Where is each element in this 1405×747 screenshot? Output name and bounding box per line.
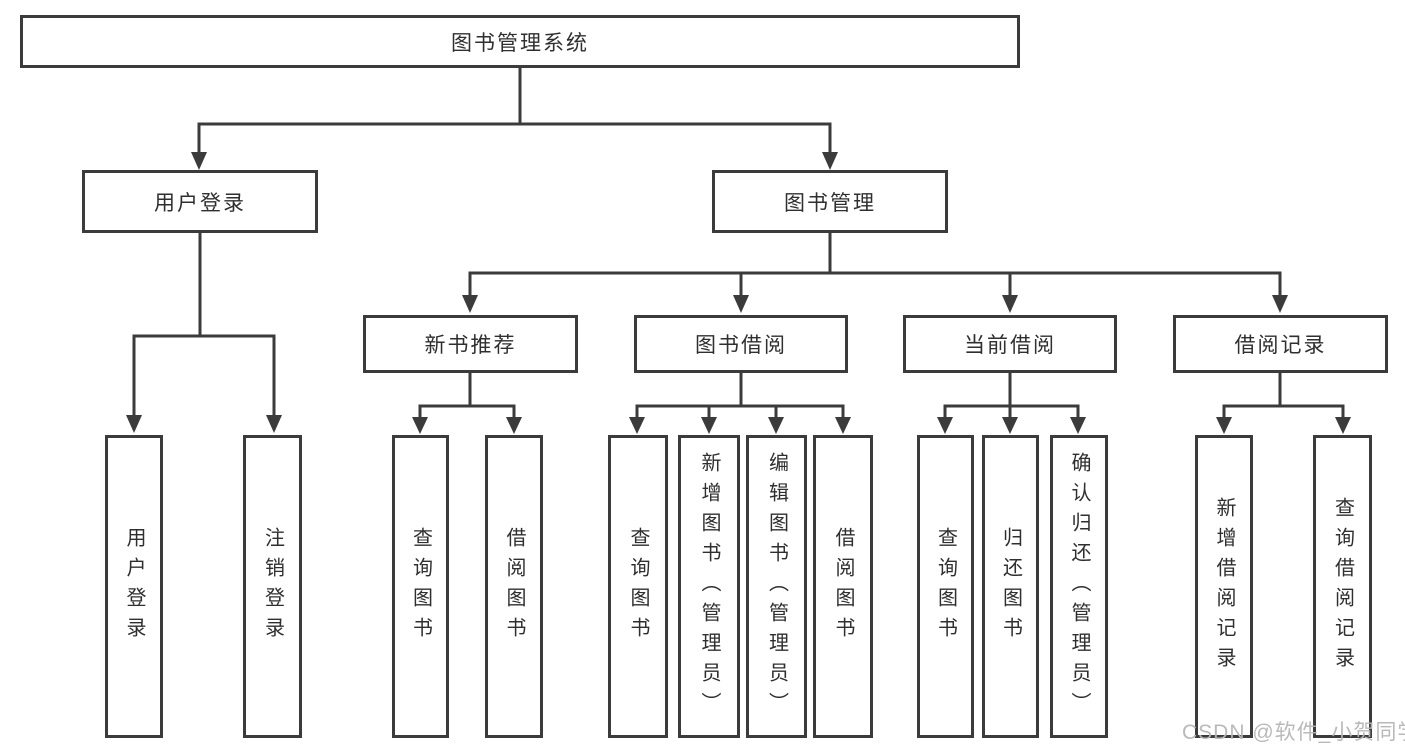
arrowhead-borrow-borrow <box>835 417 851 434</box>
leaf-current-query: 查询图书 <box>917 435 974 738</box>
leaf-newbooks-borrow-label: 借阅图书 <box>503 526 525 647</box>
arrowhead-leaf-user-login <box>126 415 142 433</box>
connector-book-management-to-level3 <box>468 233 1282 296</box>
connector-new-books-to-leaves <box>418 373 516 418</box>
arrowhead-borrow-edit <box>768 417 784 434</box>
connector-user-login-to-leaves <box>132 233 276 416</box>
leaf-current-query-label: 查询图书 <box>934 526 957 647</box>
leaf-current-confirm: 确认归还（管理员） <box>1050 435 1108 738</box>
arrowhead-new-books <box>462 295 478 313</box>
leaf-newbooks-query: 查询图书 <box>392 435 449 738</box>
arrowhead-book-borrow <box>733 295 749 313</box>
connector-current-borrow-to-leaves <box>943 373 1080 418</box>
leaf-borrow-query: 查询图书 <box>608 435 668 738</box>
connector-borrow-records-to-leaves <box>1222 373 1345 418</box>
leaf-borrow-add: 新增图书（管理员） <box>678 435 740 738</box>
leaf-newbooks-query-label: 查询图书 <box>409 526 432 647</box>
arrowhead-current-borrow <box>1002 295 1018 313</box>
node-new-books: 新书推荐 <box>363 315 578 373</box>
leaf-logout: 注销登录 <box>243 435 302 738</box>
leaf-borrow-borrow-label: 借阅图书 <box>832 526 854 647</box>
arrowhead-borrow-records <box>1272 295 1288 313</box>
node-book-borrowing-label: 图书借阅 <box>695 334 787 357</box>
node-borrow-records: 借阅记录 <box>1173 315 1388 373</box>
leaf-current-return-label: 归还图书 <box>999 526 1022 647</box>
leaf-current-return: 归还图书 <box>982 435 1039 738</box>
node-user-login: 用户登录 <box>82 170 318 233</box>
leaf-borrow-borrow: 借阅图书 <box>813 435 873 738</box>
leaf-records-add: 新增借阅记录 <box>1195 435 1253 738</box>
leaf-borrow-add-label: 新增图书（管理员） <box>698 451 720 722</box>
leaf-logout-label: 注销登录 <box>261 526 284 647</box>
arrowhead-borrow-add <box>701 417 717 434</box>
node-new-books-label: 新书推荐 <box>424 334 517 357</box>
arrowhead-book-management <box>822 152 838 170</box>
arrowhead-current-confirm <box>1070 417 1086 434</box>
leaf-borrow-edit: 编辑图书（管理员） <box>746 435 807 738</box>
arrowhead-current-query <box>937 417 953 434</box>
leaf-borrow-query-label: 查询图书 <box>627 526 649 647</box>
leaf-records-query-label: 查询借阅记录 <box>1331 496 1354 677</box>
leaf-records-add-label: 新增借阅记录 <box>1213 496 1235 677</box>
arrowhead-newbooks-query <box>412 417 428 434</box>
csdn-watermark: CSDN @软件_小贺同学 <box>1182 721 1405 744</box>
leaf-user-login: 用户登录 <box>105 435 163 738</box>
node-book-management: 图书管理 <box>712 170 948 233</box>
leaf-user-login-label: 用户登录 <box>123 526 145 647</box>
connector-book-borrow-to-leaves <box>635 373 845 418</box>
node-current-borrowing-label: 当前借阅 <box>964 334 1056 357</box>
node-book-management-label: 图书管理 <box>784 191 876 215</box>
node-root: 图书管理系统 <box>20 15 1020 68</box>
arrowhead-leaf-logout <box>266 415 282 433</box>
arrowhead-newbooks-borrow <box>506 417 522 434</box>
arrowhead-borrow-query <box>629 417 645 434</box>
arrowhead-current-return <box>1002 417 1018 434</box>
node-borrow-records-label: 借阅记录 <box>1234 334 1327 357</box>
connector-root-to-level2 <box>197 68 832 153</box>
node-current-borrowing: 当前借阅 <box>903 315 1117 373</box>
leaf-borrow-edit-label: 编辑图书（管理员） <box>765 451 788 722</box>
leaf-newbooks-borrow: 借阅图书 <box>485 435 543 738</box>
node-user-login-label: 用户登录 <box>154 191 246 215</box>
leaf-current-confirm-label: 确认归还（管理员） <box>1068 451 1090 722</box>
arrowhead-records-add <box>1216 417 1232 434</box>
node-book-borrowing: 图书借阅 <box>634 315 848 373</box>
arrowhead-records-query <box>1335 417 1351 434</box>
arrowhead-user-login <box>191 152 207 170</box>
leaf-records-query: 查询借阅记录 <box>1313 435 1372 738</box>
node-root-label: 图书管理系统 <box>451 31 589 55</box>
